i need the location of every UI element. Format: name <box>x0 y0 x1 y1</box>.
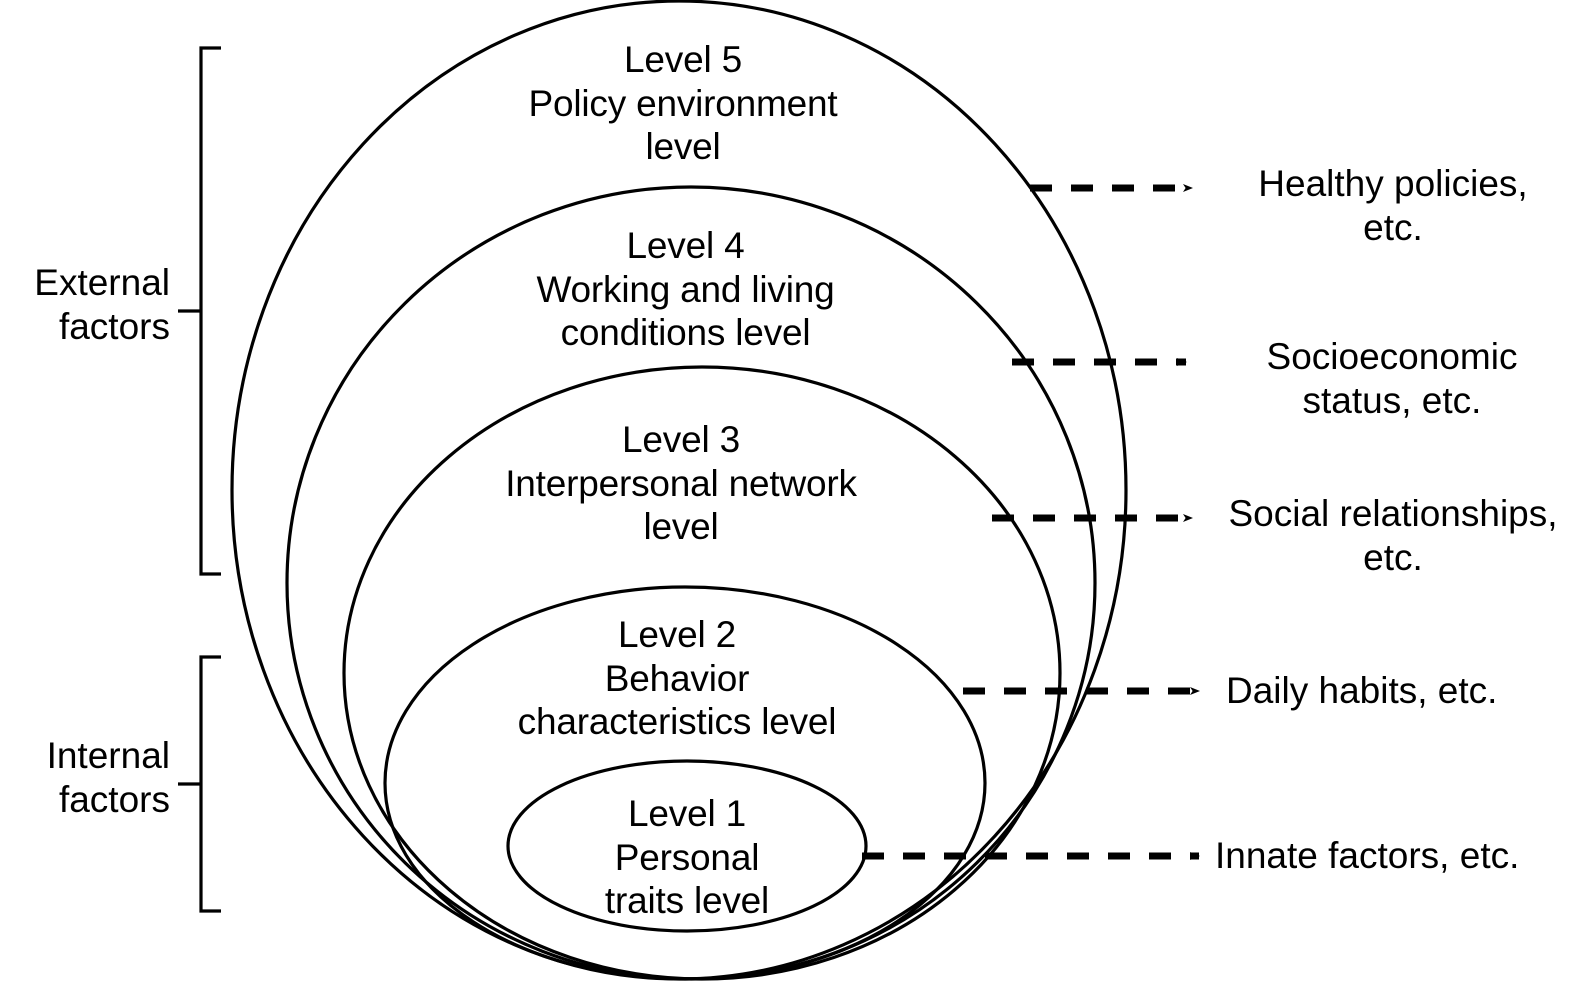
external-factors-bracket <box>199 46 221 576</box>
annotation-level-1-text: Innate factors, etc. <box>1215 835 1520 876</box>
nested-ellipse-group <box>230 0 1128 981</box>
annotation-level-5-text: Healthy policies, etc. <box>1258 163 1528 249</box>
level-1-label: Level 1 Personal traits level <box>604 793 770 922</box>
level-4-label: Level 4 Working and living conditions le… <box>536 225 835 354</box>
ellipse-level-1 <box>506 759 868 933</box>
annotation-level-4-text: Socioeconomic status, etc. <box>1266 336 1518 422</box>
internal-factors-label: Internal factors <box>46 735 170 821</box>
connector-group <box>862 184 1200 860</box>
annotation-level-3-text: Social relationships, etc. <box>1228 493 1558 579</box>
annotation-level-2-text: Daily habits, etc. <box>1226 670 1498 711</box>
bracket-group <box>178 46 221 913</box>
level-2-label: Level 2 Behavior characteristics level <box>517 614 837 743</box>
internal-factors-bracket <box>199 655 221 913</box>
level-3-label: Level 3 Interpersonal network level <box>505 419 857 548</box>
ellipse-level-2 <box>383 585 987 981</box>
level-5-label: Level 5 Policy environment level <box>528 39 838 168</box>
external-factors-label: External factors <box>34 262 170 348</box>
